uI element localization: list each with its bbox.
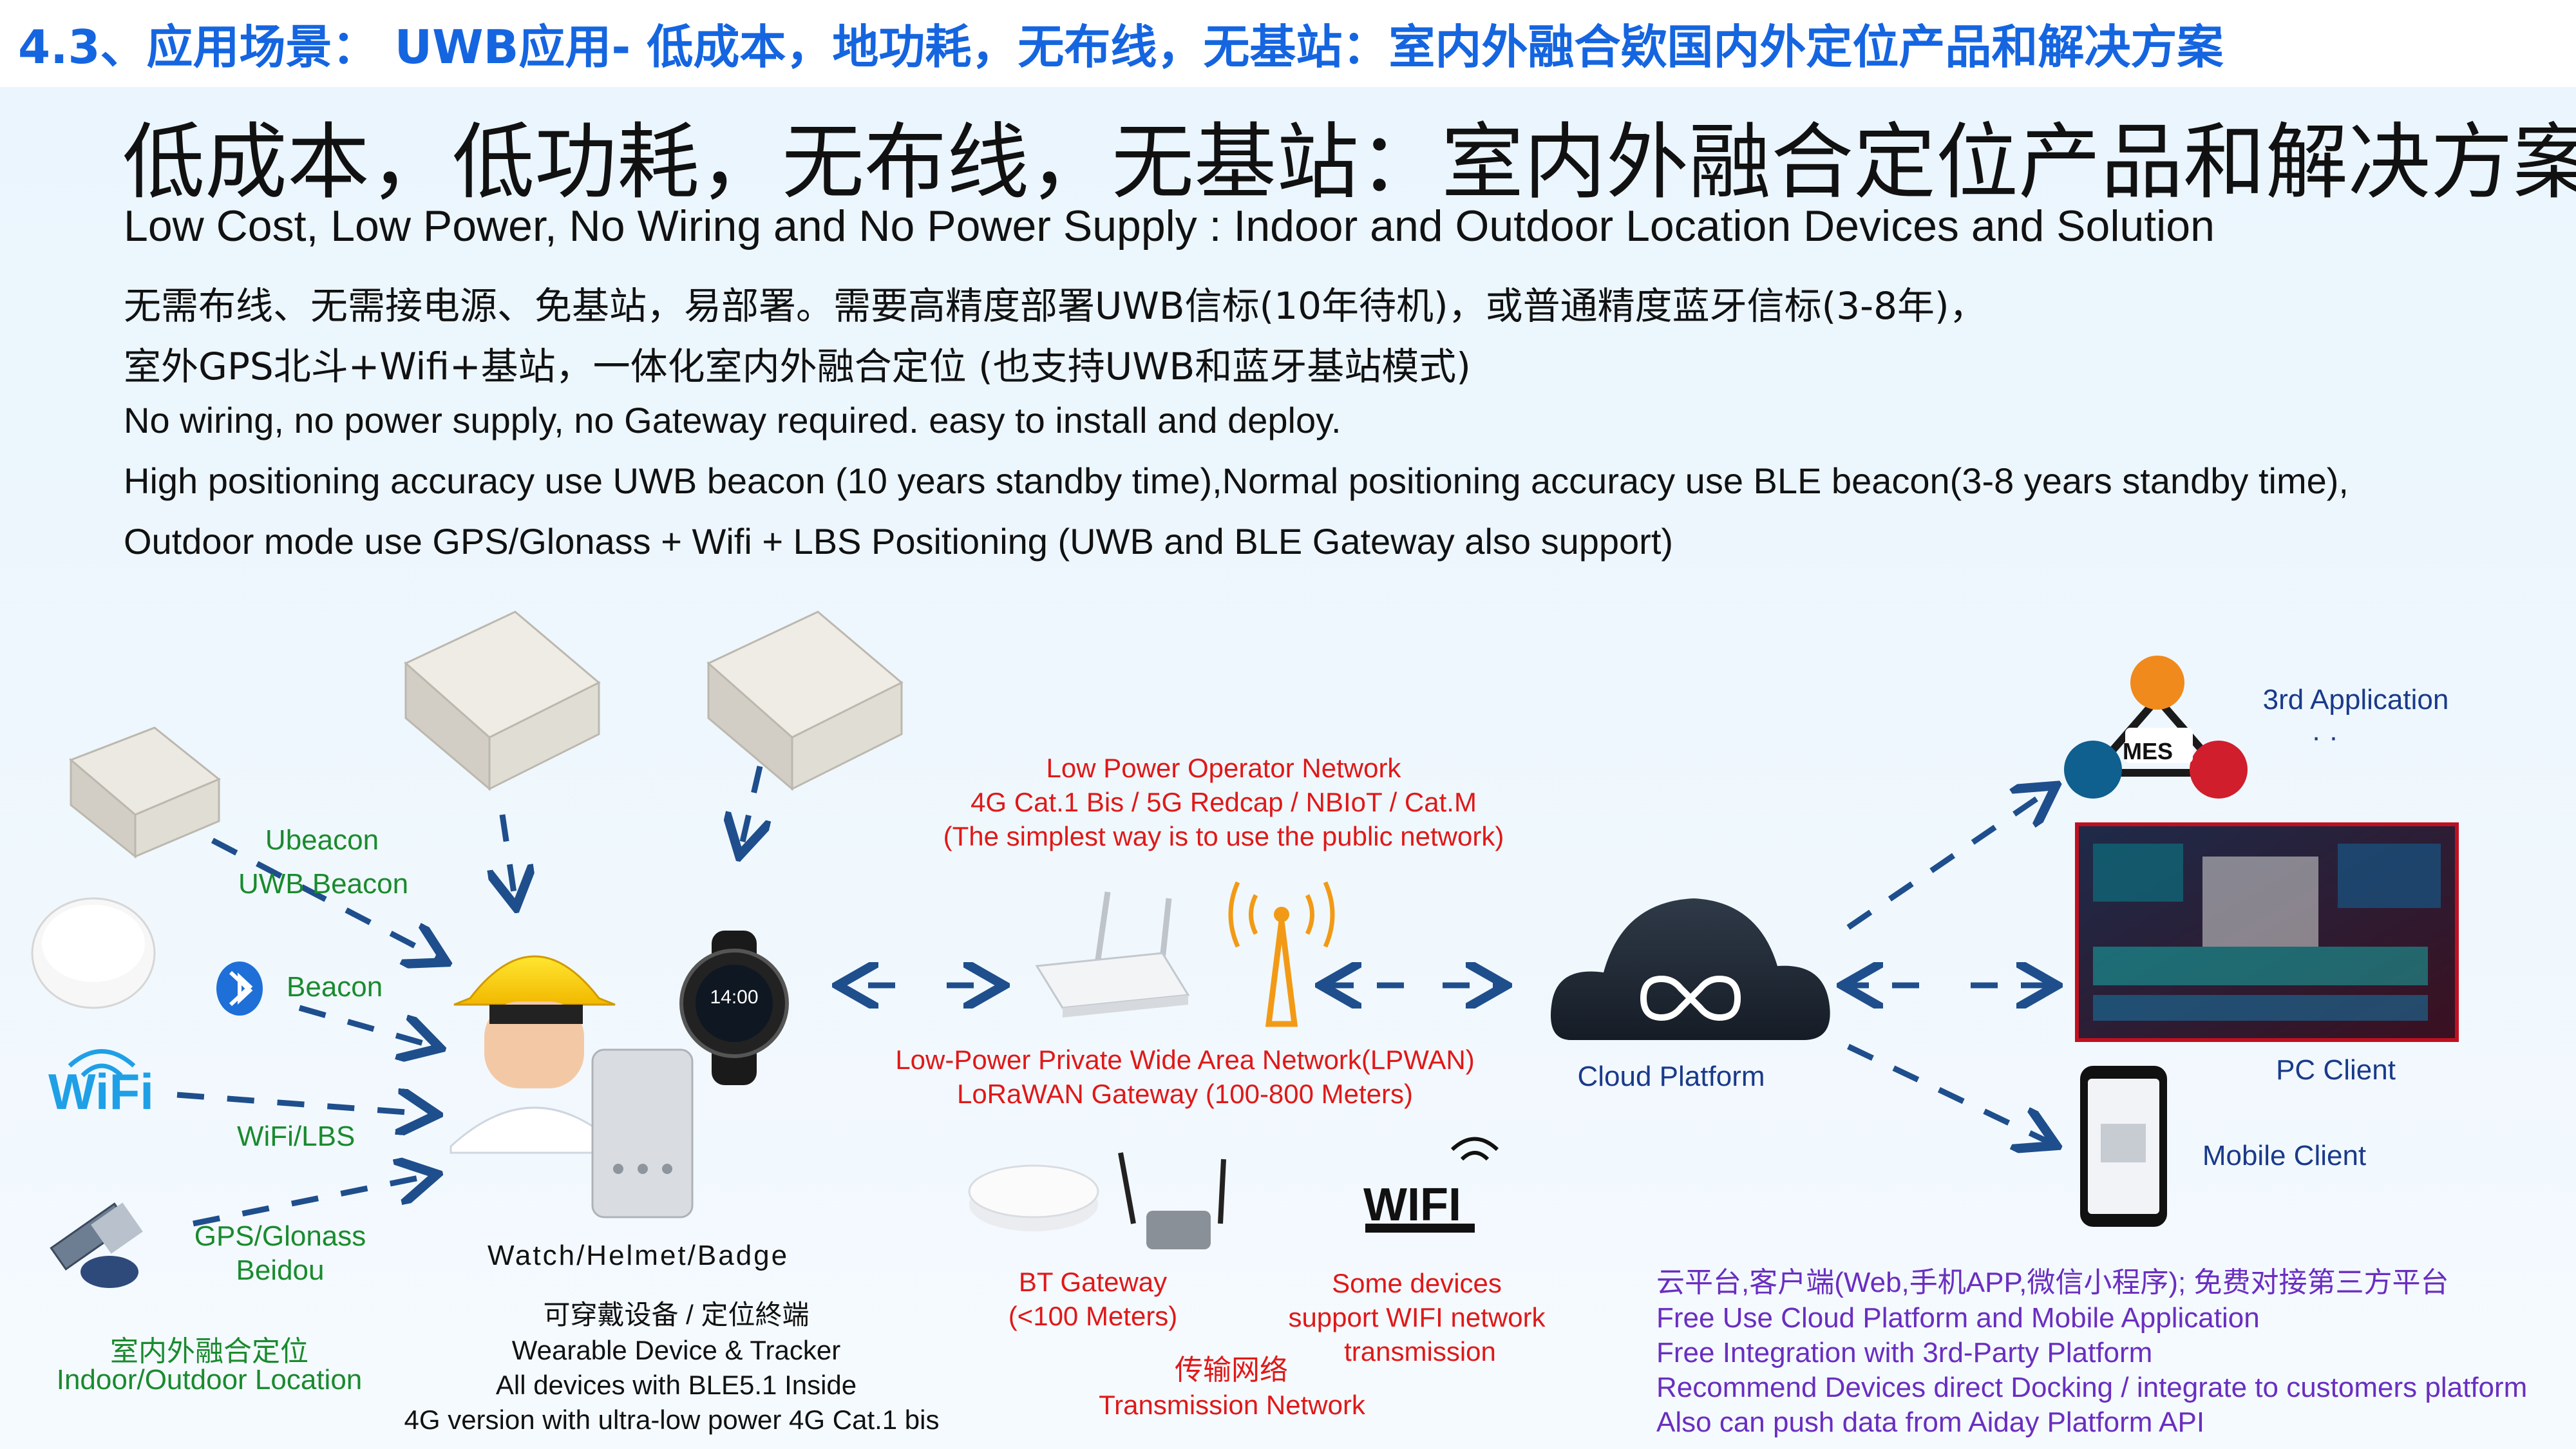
desc-cn-2: 室外GPS北斗+Wifi+基站，一体化室内外融合定位 (也支持UWB和蓝牙基站模… <box>124 345 1471 388</box>
wifi-devices-label-1: Some devices <box>1332 1268 1502 1298</box>
indoor-outdoor-en-label: Indoor/Outdoor Location <box>56 1364 363 1396</box>
footer-en-1: Free Use Cloud Platform and Mobile Appli… <box>1656 1302 2260 1334</box>
footer-cn: 云平台,客户端(Web,手机APP,微信小程序); 免费对接第三方平台 <box>1656 1267 2449 1298</box>
beacon-label: Beacon <box>287 971 383 1003</box>
ubeacon-box-icon <box>69 726 221 859</box>
header-title: 4.3、应用场景： UWB应用- 低成本，地功耗，无布线，无基站：室内外融合欵国… <box>18 20 2224 74</box>
third-application-dots: · · <box>2311 721 2338 753</box>
gps-arrow <box>193 1175 431 1227</box>
third-application-label: 3rd Application <box>2262 684 2449 715</box>
bluetooth-icon <box>216 961 263 1016</box>
watch-time: 14:00 <box>710 987 759 1008</box>
mes-logo-text: MES <box>2123 738 2174 764</box>
transmission-network-en: Transmission Network <box>1099 1390 1365 1420</box>
lorawan-label: LoRaWAN Gateway (100-800 Meters) <box>956 1079 1414 1109</box>
ubeacon-label: Ubeacon <box>265 824 379 856</box>
uwb-beacon-arrow-2 <box>741 765 760 850</box>
mobile-client-phone-icon <box>2080 1066 2167 1227</box>
satellite-icon <box>50 1202 143 1288</box>
transmission-network-cn: 传输网络 <box>1175 1354 1288 1386</box>
router-icon <box>1035 891 1190 1018</box>
smartwatch-icon <box>679 931 789 1085</box>
mobile-client-label: Mobile Client <box>2202 1140 2367 1171</box>
footer-en-2: Free Integration with 3rd-Party Platform <box>1656 1337 2153 1368</box>
wifi-arrow <box>176 1095 431 1114</box>
wifi-devices-label-2: support WIFI network <box>1288 1302 1546 1332</box>
beacon-arrow <box>298 1005 435 1046</box>
uwb-beacon-label: UWB Beacon <box>238 868 409 900</box>
cell-tower-icon <box>1228 881 1335 1027</box>
wearable-en-label: Wearable Device & Tracker <box>511 1335 841 1365</box>
ble-inside-label: All devices with BLE5.1 Inside <box>495 1370 857 1400</box>
cat1-label: 4G version with ultra-low power 4G Cat.1… <box>404 1405 940 1435</box>
bt-gateway-label: BT Gateway <box>1018 1267 1168 1297</box>
mes-app-icon <box>2064 656 2248 799</box>
header-bar: 4.3、应用场景： UWB应用- 低成本，地功耗，无布线，无基站：室内外融合欵国… <box>0 0 2576 87</box>
pc-client-dashboard-icon <box>2075 822 2459 1042</box>
beidou-label: Beidou <box>236 1255 325 1286</box>
wifi-logo-text: WiFi <box>48 1063 154 1120</box>
lpwan-label: Low-Power Private Wide Area Network(LPWA… <box>895 1045 1475 1075</box>
gps-glonass-label: GPS/Glonass <box>194 1220 366 1252</box>
wifi-transmission-icon <box>1365 1137 1499 1233</box>
pc-client-label: PC Client <box>2276 1054 2396 1086</box>
cloud-mes-arrow <box>1846 789 2051 930</box>
connection-arrows <box>176 765 2051 1227</box>
desc-en-2: High positioning accuracy use UWB beacon… <box>124 460 2349 501</box>
ble-beacon-puck-icon <box>31 897 156 1009</box>
operator-network-label: Low Power Operator Network <box>1046 753 1401 783</box>
main-title-en: Low Cost, Low Power, No Wiring and No Po… <box>124 202 2215 251</box>
wearable-title: Watch/Helmet/Badge <box>488 1240 790 1271</box>
indoor-outdoor-cn-label: 室内外融合定位 <box>110 1336 308 1367</box>
wifi-transmission-logo: WIFI <box>1363 1179 1461 1231</box>
lora-gateway-icon <box>1118 1152 1226 1249</box>
bt-gateway-icon <box>968 1164 1099 1231</box>
footer-en-3: Recommend Devices direct Docking / integ… <box>1656 1372 2528 1403</box>
desc-en-3: Outdoor mode use GPS/Glonass + Wifi + LB… <box>124 521 1674 562</box>
uwb-beacon-box-icon <box>404 611 601 791</box>
main-title-cn: 低成本，低功耗，无布线，无基站：室内外融合定位产品和解决方案 <box>122 115 2576 211</box>
worker-helmet-icon <box>450 955 620 1154</box>
footer-en-4: Also can push data from Aiday Platform A… <box>1656 1406 2205 1438</box>
wifi-lbs-label: WiFi/LBS <box>237 1121 355 1152</box>
operator-network-note: (The simplest way is to use the public n… <box>943 821 1504 851</box>
wifi-waves-icon <box>68 1049 136 1077</box>
bt-gateway-range: (<100 Meters) <box>1008 1301 1178 1331</box>
uwb-beacon-arrow-1 <box>502 814 515 902</box>
badge-device-icon <box>591 1048 694 1218</box>
cloud-platform-icon <box>1551 898 1830 1040</box>
cloud-platform-label: Cloud Platform <box>1577 1061 1765 1092</box>
cloud-mobile-arrow <box>1847 1043 2051 1143</box>
desc-cn-1: 无需布线、无需接电源、免基站，易部署。需要高精度部署UWB信标(10年待机)，或… <box>124 284 1987 328</box>
wearable-cn-label: 可穿戴设备 / 定位終端 <box>543 1300 810 1330</box>
wifi-devices-label-3: transmission <box>1344 1336 1496 1367</box>
operator-network-types: 4G Cat.1 Bis / 5G Redcap / NBIoT / Cat.M <box>971 787 1477 817</box>
desc-en-1: No wiring, no power supply, no Gateway r… <box>124 400 1341 440</box>
uwb-beacon-box-icon-2 <box>706 611 904 791</box>
ubeacon-arrow <box>211 838 441 960</box>
